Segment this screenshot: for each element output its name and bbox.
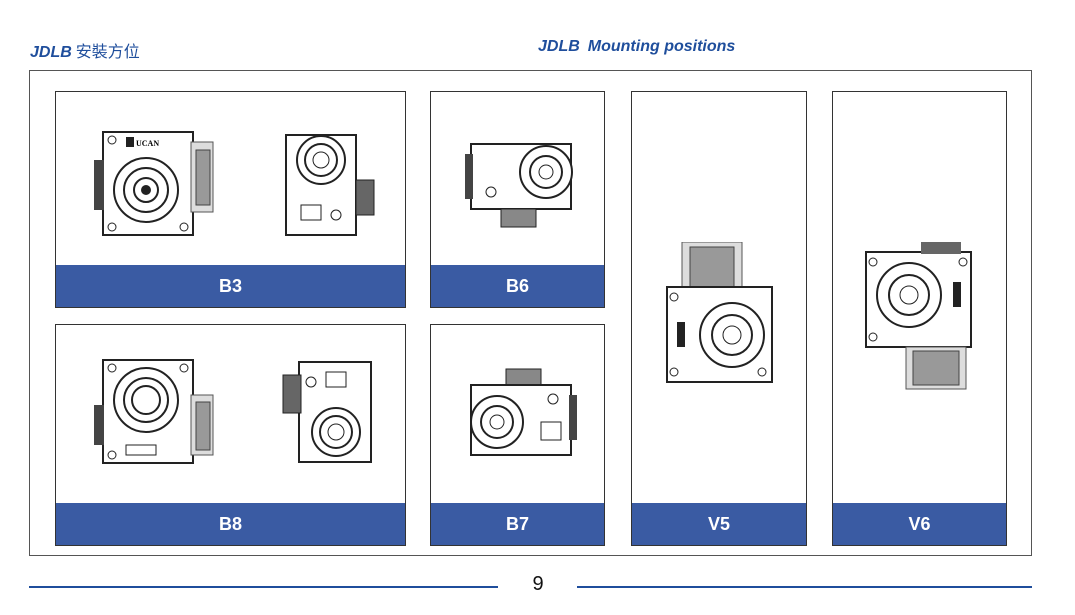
footer-rule-right <box>577 586 1032 588</box>
panel-b3: UCAN B3 <box>55 91 406 308</box>
gearbox-drawing-b6 <box>465 143 573 228</box>
page-number: 9 <box>532 573 544 595</box>
gearbox-drawing-b8-front <box>94 359 214 464</box>
gearbox-drawing-v6 <box>865 242 972 390</box>
gearbox-drawing-b8-side <box>282 361 372 463</box>
footer-rule-left <box>29 586 498 588</box>
panel-b6-label: B6 <box>431 265 604 307</box>
gearbox-drawing-b7 <box>470 368 577 456</box>
panel-v5-label: V5 <box>632 503 806 545</box>
header-right-brand: JDLB <box>538 38 580 55</box>
panel-v6-label: V6 <box>833 503 1006 545</box>
gearbox-drawing-b3-front: UCAN <box>94 131 214 236</box>
mounting-positions-frame <box>29 70 1032 556</box>
header-right-title: Mounting positions <box>587 38 736 55</box>
panel-b8-label: B8 <box>56 503 405 545</box>
logo-text: UCAN <box>136 139 159 148</box>
panel-b7: B7 <box>430 324 605 546</box>
panel-b6: B6 <box>430 91 605 308</box>
header-left-brand: JDLB <box>30 44 72 61</box>
header-right: JDLB Mounting positions <box>538 38 735 56</box>
panel-v5: V5 <box>631 91 807 546</box>
panel-b3-label: B3 <box>56 265 405 307</box>
panel-v6: V6 <box>832 91 1007 546</box>
gearbox-drawing-v5 <box>666 242 773 383</box>
gearbox-drawing-b3-side <box>285 134 375 236</box>
header-left-title: 安裝方位 <box>75 42 140 61</box>
panel-b8: B8 <box>55 324 406 546</box>
panel-b7-label: B7 <box>431 503 604 545</box>
